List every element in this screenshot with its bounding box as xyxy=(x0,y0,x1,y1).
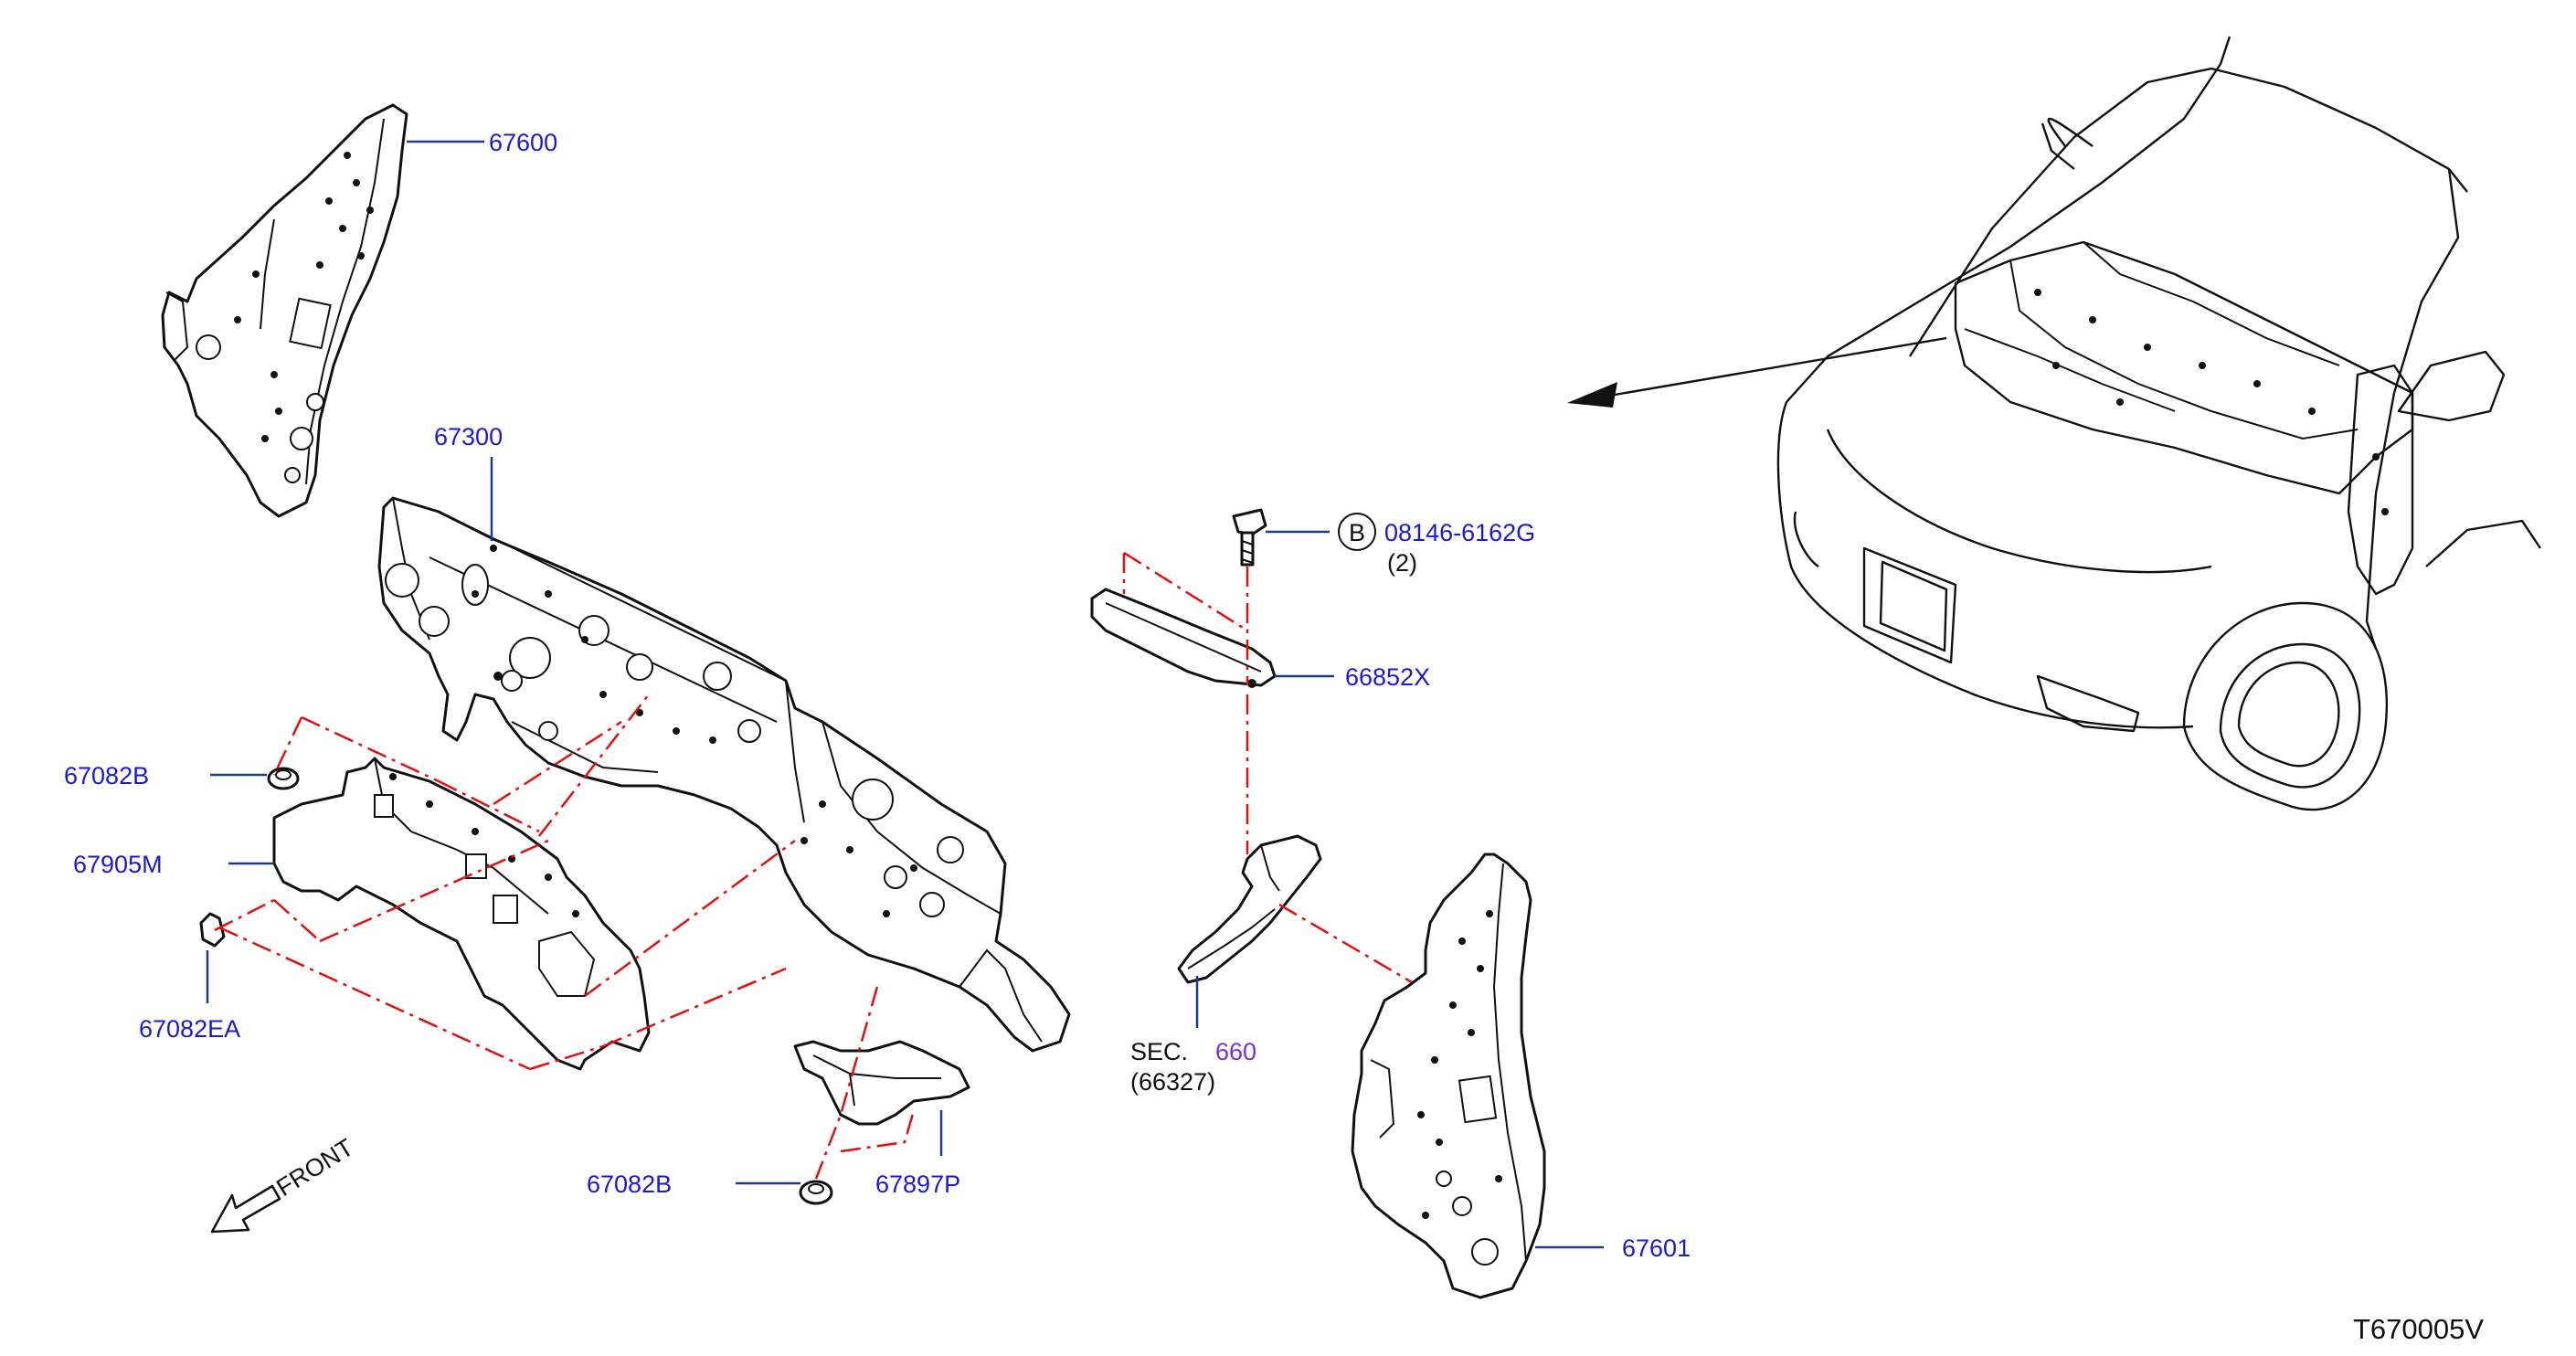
clip-67082B-bottom-drawing xyxy=(799,1180,833,1205)
label-67905M[interactable]: 67905M xyxy=(73,851,163,878)
label-08146-6162G[interactable]: 08146-6162G xyxy=(1384,519,1535,546)
part-67600-drawing xyxy=(161,103,408,518)
leader-lines xyxy=(206,140,1604,1249)
clip-67082B-top-drawing xyxy=(267,767,300,790)
label-sec-sub: (66327) xyxy=(1130,1068,1215,1096)
label-67082B-top[interactable]: 67082B xyxy=(64,762,149,789)
alignment-lines xyxy=(214,551,1413,1180)
part-67300-drawing xyxy=(377,496,1071,1053)
car-overview xyxy=(1567,36,2541,811)
part-67897P-drawing xyxy=(793,1040,970,1126)
front-arrow: FRONT xyxy=(210,1133,358,1234)
label-67082EA[interactable]: 67082EA xyxy=(139,1015,240,1043)
label-sec-prefix: SEC. xyxy=(1130,1038,1188,1065)
part-67905M-drawing xyxy=(272,757,651,1071)
clip-67082EA-drawing xyxy=(199,912,226,948)
bolt-08146-drawing xyxy=(1232,508,1267,567)
part-67601-drawing xyxy=(1351,853,1546,1299)
label-67082B-bottom[interactable]: 67082B xyxy=(587,1171,672,1198)
label-sec-number[interactable]: 660 xyxy=(1215,1038,1256,1065)
label-66852X[interactable]: 66852X xyxy=(1345,663,1430,691)
label-08146-qty: (2) xyxy=(1387,549,1417,577)
part-sec660-drawing xyxy=(1177,834,1322,984)
front-label: FRONT xyxy=(271,1133,358,1202)
part-66852X-drawing xyxy=(1090,588,1277,688)
diagram-id: T670005V xyxy=(2353,1313,2484,1345)
label-67600[interactable]: 67600 xyxy=(489,129,557,156)
bolt-symbol-circle xyxy=(1338,513,1376,551)
label-67897P[interactable]: 67897P xyxy=(875,1171,960,1198)
label-67601[interactable]: 67601 xyxy=(1622,1234,1691,1262)
label-67300[interactable]: 67300 xyxy=(434,423,503,450)
bolt-symbol-letter: B xyxy=(1349,519,1365,546)
